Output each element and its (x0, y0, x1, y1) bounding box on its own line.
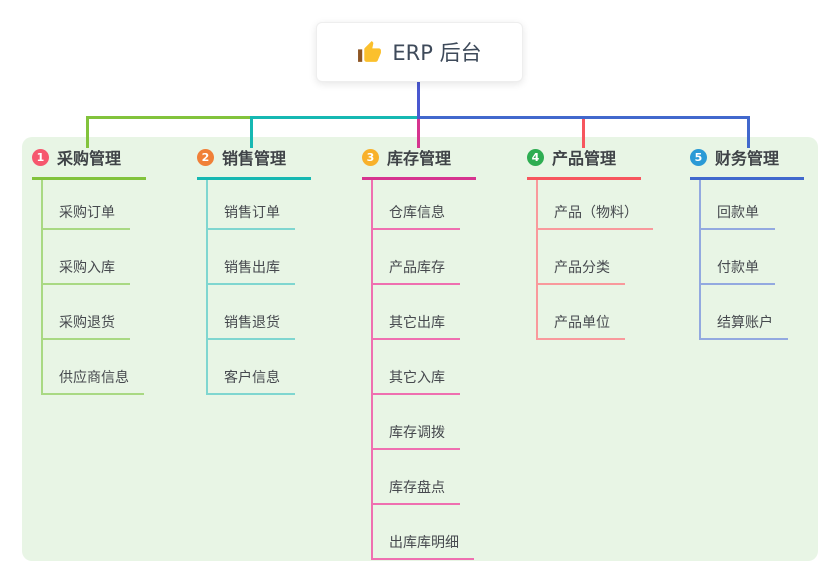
node-stock-transfer[interactable]: 库存调拨 (373, 395, 460, 450)
connector-branch2-horizontal (250, 116, 419, 119)
badge-1: 1 (32, 148, 49, 166)
branch-label: 财务管理 (715, 149, 780, 168)
node-supplier-info[interactable]: 供应商信息 (43, 340, 144, 395)
branch-label: 采购管理 (57, 149, 122, 168)
branch-children: 回款单 付款单 结算账户 (699, 180, 788, 340)
branch-children: 采购订单 采购入库 采购退货 供应商信息 (41, 180, 144, 395)
branch-purchase: 1 采购管理 采购订单 采购入库 采购退货 供应商信息 (32, 144, 146, 395)
thumbs-up-icon (357, 40, 382, 65)
connector-branch1-drop (86, 116, 89, 148)
branches-background-panel (22, 137, 818, 561)
node-warehouse-info[interactable]: 仓库信息 (373, 180, 460, 230)
badge-5: 5 (690, 148, 707, 166)
node-other-outbound[interactable]: 其它出库 (373, 285, 460, 340)
connector-branch5-horizontal (419, 116, 750, 119)
node-purchase-inbound[interactable]: 采购入库 (43, 230, 130, 285)
branch-label: 产品管理 (552, 149, 617, 168)
node-receipt-bill[interactable]: 回款单 (701, 180, 775, 230)
connector-branch5-drop (747, 116, 750, 148)
branch-label: 库存管理 (387, 149, 452, 168)
branch-product: 4 产品管理 产品（物料） 产品分类 产品单位 (527, 144, 653, 340)
branch-heading-sales[interactable]: 2 销售管理 (197, 144, 311, 180)
node-other-inbound[interactable]: 其它入库 (373, 340, 460, 395)
connector-root-trunk (417, 82, 420, 119)
branch-heading-purchase[interactable]: 1 采购管理 (32, 144, 146, 180)
branch-finance: 5 财务管理 回款单 付款单 结算账户 (690, 144, 804, 340)
connector-branch2-drop (250, 116, 253, 148)
node-outbound-detail[interactable]: 出库库明细 (373, 505, 474, 560)
connector-branch3-drop (417, 119, 420, 148)
node-customer-info[interactable]: 客户信息 (208, 340, 295, 395)
badge-2: 2 (197, 148, 214, 166)
branch-children: 销售订单 销售出库 销售退货 客户信息 (206, 180, 295, 395)
node-payment-bill[interactable]: 付款单 (701, 230, 775, 285)
node-product-stock[interactable]: 产品库存 (373, 230, 460, 285)
badge-3: 3 (362, 148, 379, 166)
connector-branch4-drop (582, 116, 585, 148)
branch-heading-product[interactable]: 4 产品管理 (527, 144, 641, 180)
node-product-unit[interactable]: 产品单位 (538, 285, 625, 340)
branch-sales: 2 销售管理 销售订单 销售出库 销售退货 客户信息 (197, 144, 311, 395)
branch-children: 产品（物料） 产品分类 产品单位 (536, 180, 653, 340)
branch-heading-inventory[interactable]: 3 库存管理 (362, 144, 476, 180)
node-sales-outbound[interactable]: 销售出库 (208, 230, 295, 285)
node-sales-return[interactable]: 销售退货 (208, 285, 295, 340)
node-product-category[interactable]: 产品分类 (538, 230, 625, 285)
branch-inventory: 3 库存管理 仓库信息 产品库存 其它出库 其它入库 库存调拨 库存盘点 出库库… (362, 144, 476, 560)
node-product-material[interactable]: 产品（物料） (538, 180, 653, 230)
node-purchase-return[interactable]: 采购退货 (43, 285, 130, 340)
branch-label: 销售管理 (222, 149, 287, 168)
branch-children: 仓库信息 产品库存 其它出库 其它入库 库存调拨 库存盘点 出库库明细 (371, 180, 474, 560)
root-node[interactable]: ERP 后台 (316, 22, 523, 82)
node-sales-order[interactable]: 销售订单 (208, 180, 295, 230)
node-stock-taking[interactable]: 库存盘点 (373, 450, 460, 505)
node-purchase-order[interactable]: 采购订单 (43, 180, 130, 230)
root-node-label: ERP 后台 (392, 41, 482, 65)
badge-4: 4 (527, 148, 544, 166)
node-settlement-account[interactable]: 结算账户 (701, 285, 788, 340)
branch-heading-finance[interactable]: 5 财务管理 (690, 144, 804, 180)
